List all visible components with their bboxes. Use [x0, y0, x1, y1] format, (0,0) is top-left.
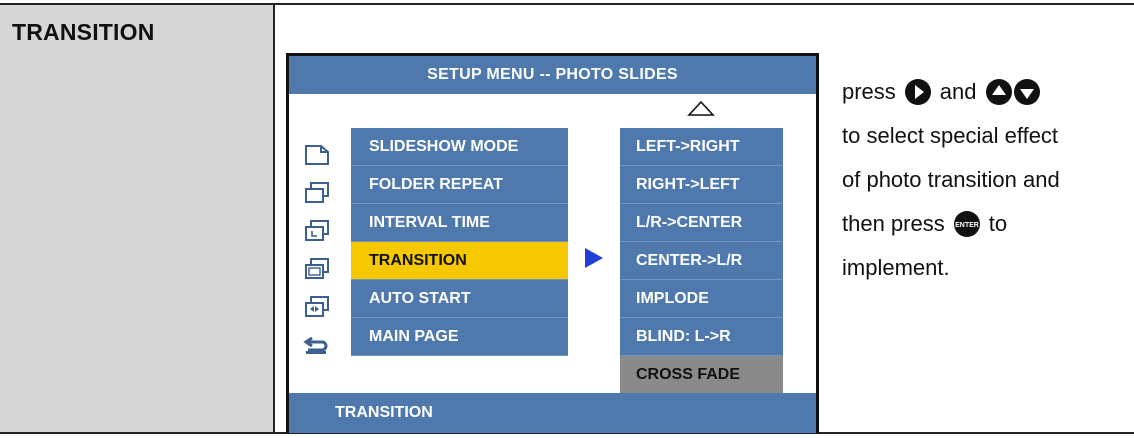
osd-screen: SETUP MENU -- PHOTO SLIDES	[286, 53, 819, 433]
return-icon	[303, 326, 335, 364]
menu-item-label: MAIN PAGE	[369, 328, 459, 345]
menu-item-transition[interactable]: TRANSITION	[351, 242, 568, 280]
svg-text:ENTER: ENTER	[955, 222, 979, 229]
and-word: and	[939, 79, 977, 104]
submenu-item-label: CROSS FADE	[636, 366, 741, 383]
submenu-item-label: CENTER->L/R	[636, 252, 743, 269]
menu-item-label: SLIDESHOW MODE	[369, 138, 519, 155]
menu-item-interval-time[interactable]: INTERVAL TIME	[351, 204, 568, 242]
transition-icon	[303, 250, 335, 288]
submenu-item-right-left[interactable]: RIGHT->LEFT	[620, 166, 783, 204]
menu-item-label: FOLDER REPEAT	[369, 176, 503, 193]
submenu-item-implode[interactable]: IMPLODE	[620, 280, 783, 318]
submenu-item-lr-center[interactable]: L/R->CENTER	[620, 204, 783, 242]
menu-icon-column	[303, 136, 335, 364]
instruction-line-2: to select special effect	[842, 123, 1059, 148]
instruction-line-4: then press ENTER to	[842, 202, 1127, 246]
menu-item-label: INTERVAL TIME	[369, 214, 490, 231]
press-word: press	[842, 79, 896, 104]
instruction-line-5: implement.	[842, 255, 950, 280]
right-button-icon	[904, 79, 931, 105]
submenu-item-center-lr[interactable]: CENTER->L/R	[620, 242, 783, 280]
interval-time-icon	[303, 212, 335, 250]
auto-start-icon	[303, 288, 335, 326]
osd-footer: TRANSITION	[289, 393, 816, 433]
menu-item-slideshow-mode[interactable]: SLIDESHOW MODE	[351, 128, 568, 166]
to-word: to	[988, 211, 1008, 236]
scroll-up-arrow-icon	[687, 100, 715, 116]
table-bottom-rule	[0, 432, 1134, 434]
submenu-item-blind-lr[interactable]: BLIND: L->R	[620, 318, 783, 356]
slideshow-icon	[303, 136, 335, 174]
instruction-text: press and to select special effect of ph…	[842, 70, 1127, 290]
submenu-item-label: L/R->CENTER	[636, 214, 743, 231]
setup-menu-list: SLIDESHOW MODE FOLDER REPEAT INTERVAL TI…	[351, 128, 568, 356]
submenu-item-label: LEFT->RIGHT	[636, 138, 740, 155]
row-label-cell: TRANSITION	[0, 5, 273, 432]
submenu-item-label: IMPLODE	[636, 290, 709, 307]
menu-item-auto-start[interactable]: AUTO START	[351, 280, 568, 318]
down-button-icon	[1013, 79, 1040, 105]
submenu-item-cross-fade[interactable]: CROSS FADE	[620, 356, 783, 394]
submenu-item-left-right[interactable]: LEFT->RIGHT	[620, 128, 783, 166]
transition-submenu: LEFT->RIGHT RIGHT->LEFT L/R->CENTER CENT…	[620, 128, 783, 394]
menu-item-folder-repeat[interactable]: FOLDER REPEAT	[351, 166, 568, 204]
instruction-line-3: of photo transition and	[842, 167, 1060, 192]
menu-item-label: AUTO START	[369, 290, 471, 307]
submenu-item-label: BLIND: L->R	[636, 328, 731, 345]
up-button-icon	[985, 79, 1012, 105]
folder-repeat-icon	[303, 174, 335, 212]
osd-header: SETUP MENU -- PHOTO SLIDES	[289, 56, 816, 94]
instruction-line-1: press and	[842, 70, 1127, 114]
selection-pointer-icon	[585, 248, 603, 268]
menu-item-main-page[interactable]: MAIN PAGE	[351, 318, 568, 356]
then-press-words: then press	[842, 211, 945, 236]
table-top-rule	[0, 3, 1134, 5]
submenu-item-label: RIGHT->LEFT	[636, 176, 740, 193]
enter-button-icon: ENTER	[953, 211, 980, 237]
row-label: TRANSITION	[12, 19, 155, 45]
menu-item-label: TRANSITION	[369, 252, 467, 269]
column-divider	[273, 3, 275, 434]
